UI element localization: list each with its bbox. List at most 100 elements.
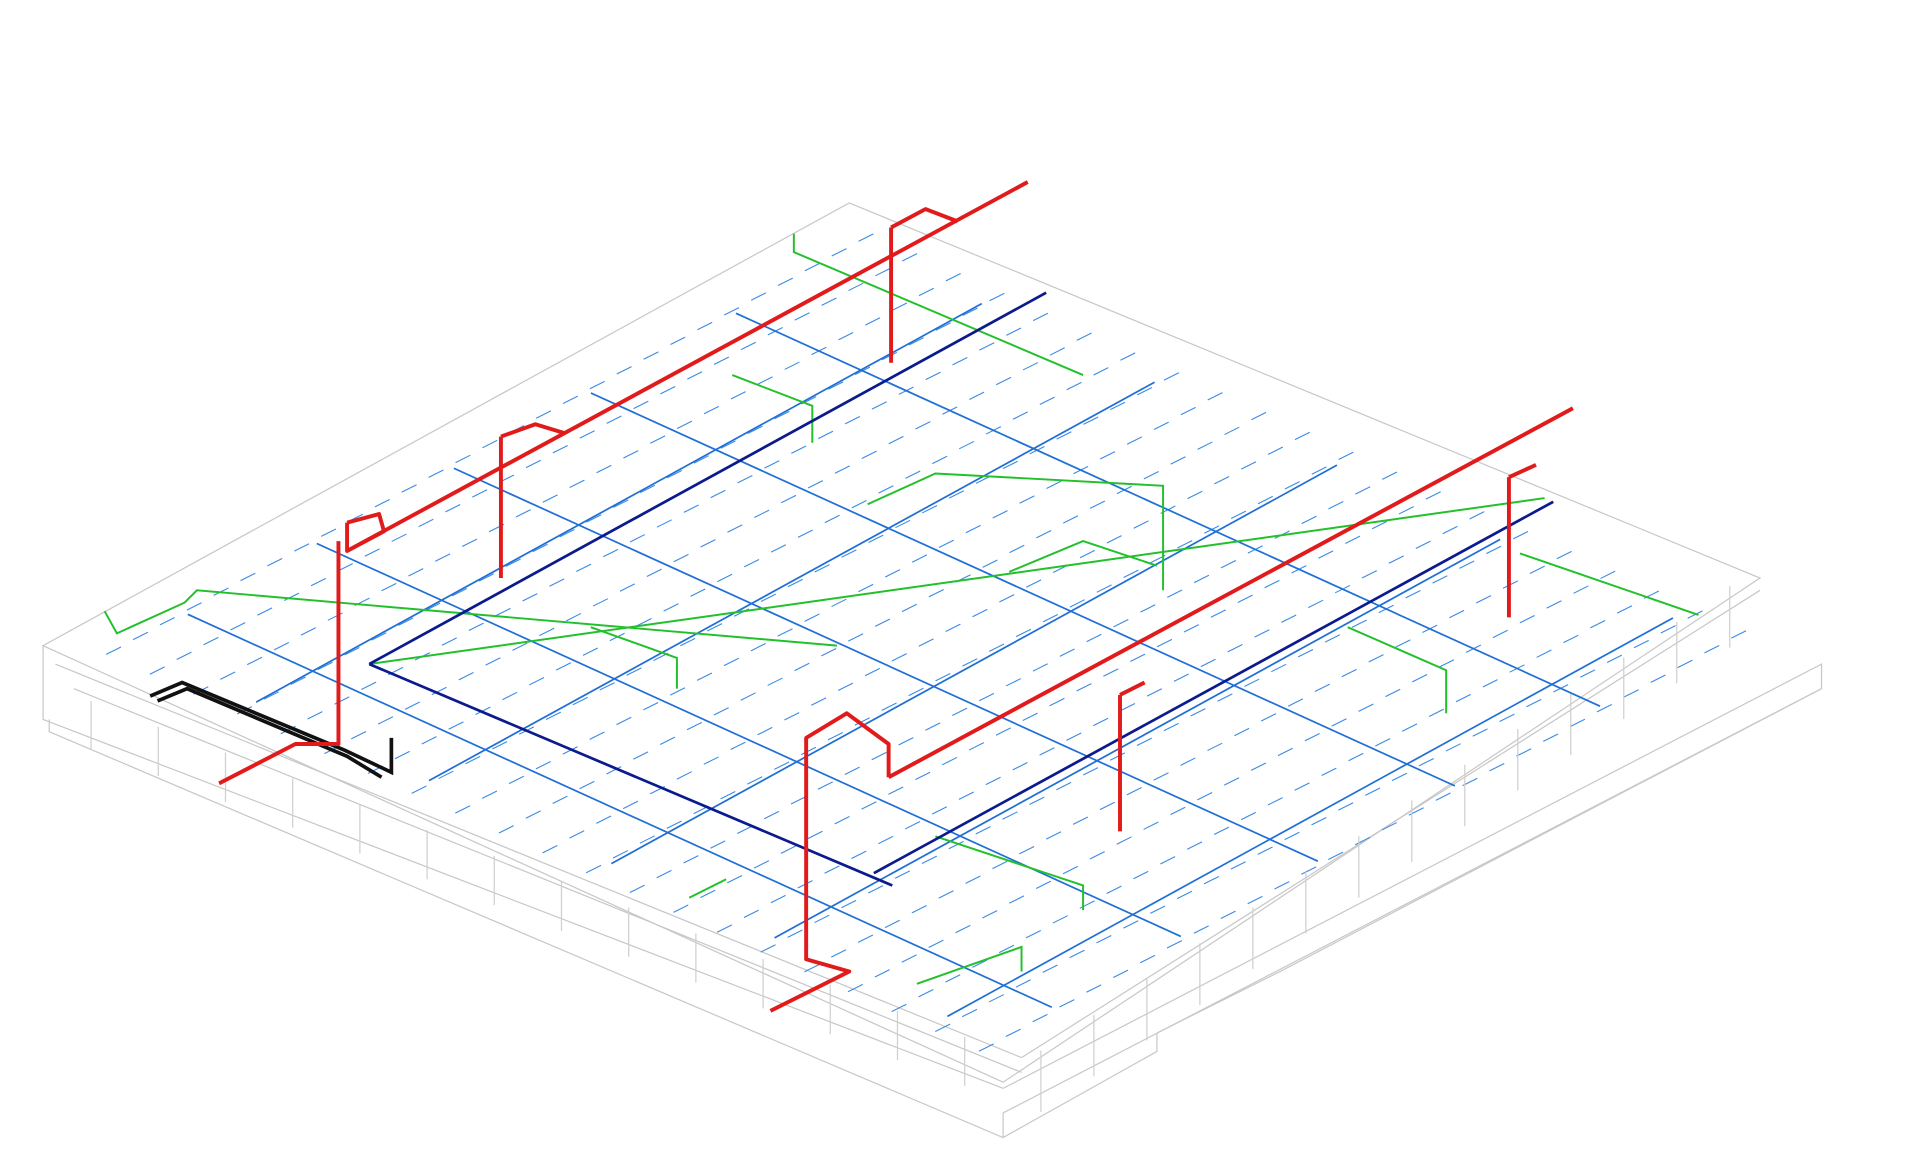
black-pipe-run [156,686,383,779]
sprinkler-head [851,850,867,859]
sprinkler-head [404,701,421,710]
sprinkler-head [774,410,790,420]
sprinkler-head [857,934,874,943]
sprinkler-head [374,498,390,508]
sprinkler-head [1388,555,1404,564]
sprinkler-head [1234,727,1250,737]
sprinkler-head [606,415,622,424]
sprinkler-head [1371,520,1388,530]
sprinkler-head [1401,723,1418,732]
sprinkler-head [1123,569,1139,579]
sprinkler-head [1059,648,1075,657]
sprinkler-head [1704,644,1720,654]
sprinkler-head [824,514,840,524]
black-pipe-run [149,680,394,776]
sprinkler-head [901,603,918,613]
sprinkler-head [841,899,857,909]
sprinkler-head [643,701,659,711]
blue-cross-line [735,312,1601,707]
sprinkler-head [1354,836,1371,846]
sprinkler-head [230,622,246,631]
sprinkler-head [660,385,676,395]
sprinkler-head [1244,678,1260,687]
sprinkler-head [958,791,974,800]
sprinkler-head [740,692,756,701]
sprinkler-head [800,746,817,756]
sprinkler-head [780,845,796,854]
sprinkler-head [1009,544,1025,554]
sprinkler-head [858,233,874,242]
sprinkler-head [1086,633,1102,643]
sprinkler-head [411,785,427,794]
sprinkler-head [391,533,407,542]
sprinkler-head [891,302,908,311]
sprinkler-head [770,544,787,553]
sprinkler-head [1297,649,1314,658]
sprinkler-head [948,840,964,850]
sprinkler-head [1301,866,1317,875]
sprinkler-head [774,761,790,770]
sprinkler-head [552,445,568,454]
sprinkler-head [1519,614,1535,624]
sprinkler-head [1180,406,1196,416]
sprinkler-head [552,795,568,804]
sprinkler-head [726,875,743,884]
black-pipe-group [149,680,394,779]
sprinkler-head [1472,728,1488,737]
sprinkler-head [921,855,937,865]
sprinkler-head [1348,752,1364,762]
sprinkler-head [918,988,934,998]
sprinkler-head [961,1008,978,1018]
sprinkler-head [1210,609,1226,618]
sprinkler-head [904,821,921,830]
sprinkler-head [935,1023,951,1032]
sprinkler-head [995,376,1012,386]
sprinkler-head [867,885,884,894]
sprinkler-head [576,563,592,572]
sprinkler-head [1338,802,1354,811]
sprinkler-head [562,395,579,405]
sprinkler-head [1079,900,1095,909]
sprinkler-head [545,711,562,721]
sprinkler-head [1089,851,1105,860]
sprinkler-head [1046,480,1062,489]
sprinkler-head [1197,441,1213,450]
sprinkler-head [1096,584,1112,593]
blue-branch-line [946,617,1674,1018]
sprinkler-head [851,499,867,509]
sprinkler-head [905,470,921,479]
sprinkler-head [952,356,968,366]
sprinkler-head [435,553,451,562]
sprinkler-head [428,469,444,478]
sprinkler-head [1616,605,1633,614]
sprinkler-head [1469,511,1485,520]
sprinkler-head [1415,540,1431,550]
navy-main-line [368,291,1047,666]
sprinkler-head [1193,925,1209,934]
sprinkler-head [989,643,1005,652]
sprinkler-head [273,641,290,651]
navy-main-line [873,500,1554,875]
sprinkler-head [539,627,555,637]
red-main-line [346,180,1029,553]
sprinkler-head [696,672,713,681]
sprinkler-head [831,949,847,958]
sprinkler-head [871,401,887,410]
sprinkler-head [673,904,689,913]
sprinkler-head [864,667,881,677]
sprinkler-head [807,830,823,840]
sprinkler-head [1207,742,1223,752]
sprinkler-head [1203,876,1220,885]
sprinkler-head [720,440,736,449]
sprinkler-head [1355,486,1371,495]
sprinkler-head [814,914,830,924]
sprinkler-head [1133,520,1149,529]
sprinkler-head [639,835,655,844]
sprinkler-head [998,944,1015,954]
sprinkler-head [710,489,726,499]
sprinkler-head [666,820,682,829]
sprinkler-head [844,416,861,425]
sprinkler-head [811,697,827,706]
sprinkler-head [468,622,484,631]
